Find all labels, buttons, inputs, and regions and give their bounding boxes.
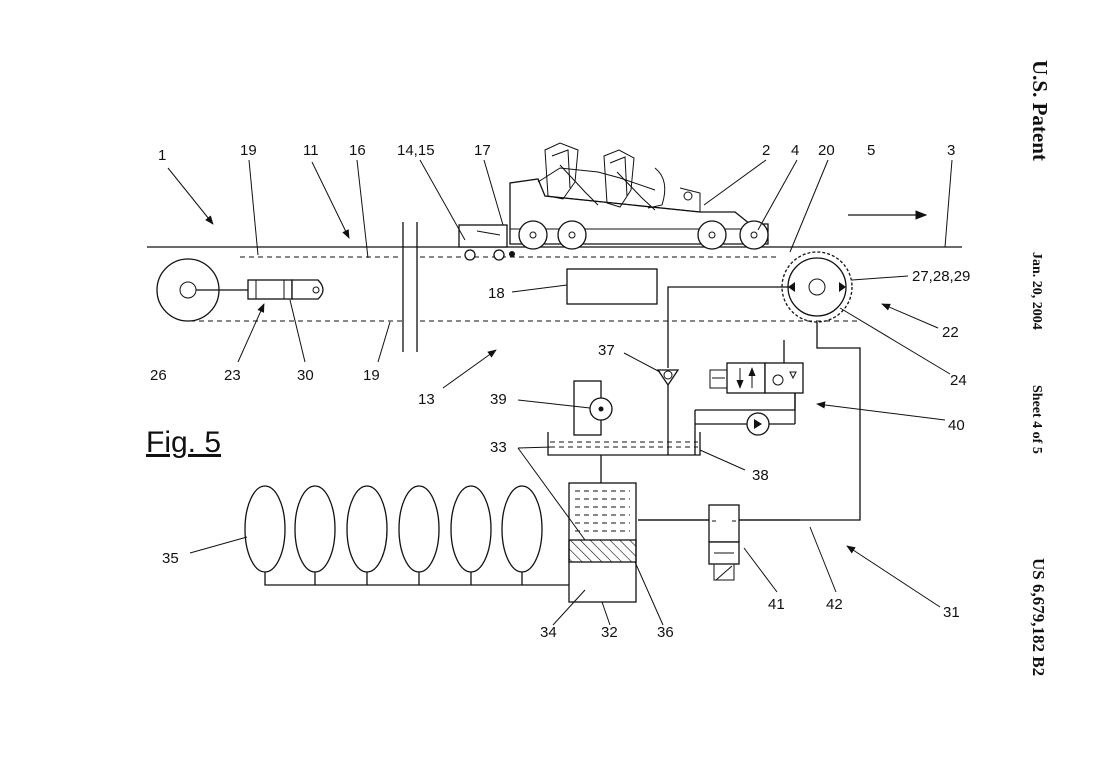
- track: [147, 222, 962, 352]
- leader-lines: [167, 159, 953, 626]
- ref-23: 23: [224, 367, 241, 384]
- vehicle-wheels: [518, 220, 769, 250]
- ref-37: 37: [598, 342, 615, 359]
- ref-14-15: 14,15: [397, 142, 435, 159]
- publication-date: Jan. 20, 2004: [1029, 252, 1044, 330]
- ref-35: 35: [162, 550, 179, 567]
- ref-1: 1: [158, 147, 166, 164]
- ref-5: 5: [867, 142, 875, 159]
- tension-cylinder: [247, 279, 324, 300]
- gas-bottles: [244, 485, 569, 586]
- ref-39: 39: [490, 391, 507, 408]
- ref-19-bottom: 19: [363, 367, 380, 384]
- ref-18: 18: [488, 285, 505, 302]
- ref-24: 24: [950, 372, 967, 389]
- ref-36: 36: [657, 624, 674, 641]
- ref-32: 32: [601, 624, 618, 641]
- reference-numerals: 1 19 11 16 14,15 17 2 4 20 5 3 27,28,29 …: [150, 142, 970, 641]
- sheet-header: U.S. Patent Jan. 20, 2004 Sheet 4 of 5 U…: [1028, 60, 1052, 676]
- ref-31: 31: [943, 604, 960, 621]
- ref-11: 11: [303, 142, 319, 159]
- hydraulic-circuit: [547, 286, 861, 603]
- ref-38: 38: [752, 467, 769, 484]
- ref-26: 26: [150, 367, 167, 384]
- ref-41: 41: [768, 596, 785, 613]
- ref-34: 34: [540, 624, 557, 641]
- ref-33: 33: [490, 439, 507, 456]
- ref-30: 30: [297, 367, 314, 384]
- rope-pulley: [156, 258, 248, 322]
- publication-label: U.S. Patent: [1028, 60, 1052, 161]
- patent-number: US 6,679,182 B2: [1029, 558, 1048, 676]
- ref-17: 17: [474, 142, 491, 159]
- control-unit-box: [566, 268, 658, 305]
- sheet-number: Sheet 4 of 5: [1029, 385, 1044, 454]
- ref-16: 16: [349, 142, 366, 159]
- ref-22: 22: [942, 324, 959, 341]
- ref-13: 13: [418, 391, 435, 408]
- ref-27-28-29: 27,28,29: [912, 268, 970, 285]
- ref-4: 4: [791, 142, 799, 159]
- ref-2: 2: [762, 142, 770, 159]
- ref-3: 3: [947, 142, 955, 159]
- ref-42: 42: [826, 596, 843, 613]
- ride-vehicle: [458, 142, 769, 261]
- ref-19-top: 19: [240, 142, 257, 159]
- ref-20: 20: [818, 142, 835, 159]
- ref-40: 40: [948, 417, 965, 434]
- figure-title: Fig. 5: [146, 426, 221, 459]
